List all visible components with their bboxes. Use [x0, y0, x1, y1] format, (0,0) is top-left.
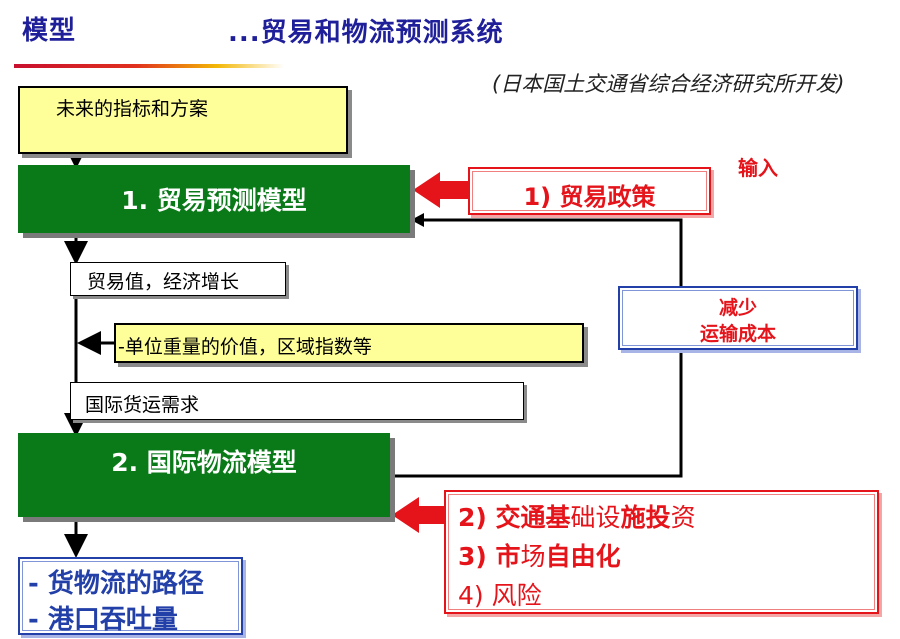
infra-line2-prefix: 3): [458, 542, 496, 571]
output-port-throughput: - 港口吞吐量: [28, 605, 178, 635]
infra-line1-normal1: 础设: [570, 503, 621, 532]
freight-demand-box: 国际货运需求: [70, 382, 524, 420]
header-divider: [14, 64, 284, 68]
arrow-infra-input: [392, 497, 447, 533]
infra-line2-normal: 场: [520, 542, 546, 571]
page-title: 模型: [22, 16, 77, 46]
infra-line1-bold1: 交通基: [495, 503, 571, 532]
page-subtitle: ...贸易和物流预测系统: [228, 18, 504, 48]
freight-demand-label: 国际货运需求: [85, 394, 200, 416]
outputs-box: - 货物流的路径 - 港口吞吐量: [18, 557, 243, 635]
infra-line1-normal2: 资: [670, 503, 696, 532]
risk-line: 4) 风险: [458, 581, 542, 610]
reduce-transport-cost-box: 减少 运输成本: [618, 286, 858, 350]
infra-line1-prefix: 2): [458, 503, 496, 532]
infrastructure-inputs-box: 2) 交通基础设施投资 3) 市场自由化 4) 风险: [444, 490, 879, 614]
trade-policy-box: 1) 贸易政策: [468, 167, 711, 215]
unit-value-label: -单位重量的价值，区域指数等: [118, 336, 372, 358]
output-cargo-route: - 货物流的路径: [28, 569, 204, 599]
future-indicators-box: 未来的指标和方案: [18, 86, 348, 154]
arrow-trade-policy-input: [413, 172, 468, 208]
infra-line1-bold2: 施投: [620, 503, 671, 532]
reduce-cost-line2: 运输成本: [699, 323, 776, 345]
market-liberalization-line: 3) 市场自由化: [458, 537, 621, 573]
arrow-feedback-head: [411, 213, 424, 227]
infra-line2-bold2: 自由化: [545, 542, 621, 571]
infra-line2-bold: 市: [495, 542, 521, 571]
unit-value-box: -单位重量的价值，区域指数等: [114, 323, 584, 363]
infra-investment-line: 2) 交通基础设施投资: [458, 498, 696, 534]
future-indicators-label: 未来的指标和方案: [56, 98, 209, 120]
logistics-model-label: 2. 国际物流模型: [111, 448, 297, 477]
trade-forecast-model-box: 1. 贸易预测模型: [18, 165, 410, 233]
trade-value-label: 贸易值，经济增长: [87, 271, 240, 293]
logistics-model-box: 2. 国际物流模型: [18, 433, 390, 517]
input-label: 输入: [738, 156, 778, 180]
source-note: (日本国土交通省综合经济研究所开发): [492, 72, 845, 96]
trade-forecast-model-label: 1. 贸易预测模型: [121, 186, 307, 215]
reduce-cost-line1: 减少: [718, 297, 757, 319]
trade-policy-label: 1) 贸易政策: [523, 183, 656, 211]
trade-value-box: 贸易值，经济增长: [70, 262, 286, 296]
